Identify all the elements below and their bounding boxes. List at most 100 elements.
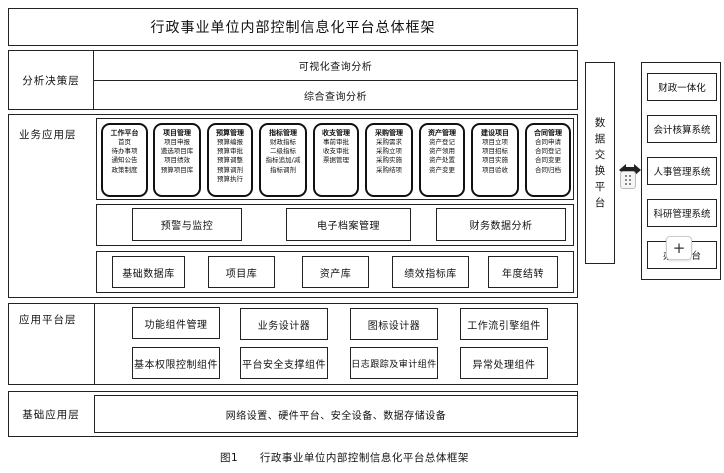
exchange-char: 交 xyxy=(594,149,606,161)
module-card: 项目管理项目申报遴选项目库项目绩效预算项目库 xyxy=(153,123,201,197)
external-system-research: 科研管理系统 xyxy=(647,199,717,227)
business-designer-box: 业务设计器 xyxy=(240,308,328,340)
platform-layer-label: 应用平台层 xyxy=(19,314,77,326)
module-item: 票据管理 xyxy=(323,156,349,165)
module-item: 采购结项 xyxy=(376,165,402,174)
diagram-title: 行政事业单位内部控制信息化平台总体框架 xyxy=(150,20,436,36)
module-title: 项目管理 xyxy=(163,129,191,137)
module-item: 资产变更 xyxy=(429,165,455,174)
add-plus-button[interactable]: + xyxy=(666,236,692,260)
function-component-box: 功能组件管理 xyxy=(132,307,220,339)
module-card: 合同管理合同申请合同登记合同变更合同归档 xyxy=(525,123,571,197)
exchange-char: 据 xyxy=(594,133,606,145)
base-infrastructure-box: 网络设置、硬件平台、安全设备、数据存储设备 xyxy=(94,395,578,433)
module-title: 收支管理 xyxy=(322,129,350,137)
module-title: 采购管理 xyxy=(375,129,403,137)
exchange-char: 平 xyxy=(594,181,606,193)
exchange-char: 数 xyxy=(594,117,606,129)
analysis-layer-label: 分析决策层 xyxy=(22,74,80,87)
module-item: 预算调剂 xyxy=(217,165,243,174)
module-title: 资产管理 xyxy=(428,129,456,137)
module-card: 工作平台首页待办事项通知公告政策制度 xyxy=(101,123,148,197)
module-card: 收支管理事前审批收支审批票据管理 xyxy=(313,123,359,197)
warning-monitor-box: 预警与监控 xyxy=(132,208,242,241)
base-database-box: 基础数据库 xyxy=(112,256,185,288)
data-exchange-label: 数 据 交 换 平 台 xyxy=(586,63,614,263)
annual-carryover-box: 年度结转 xyxy=(488,256,558,288)
module-item: 资产领用 xyxy=(429,147,455,156)
module-item: 待办事项 xyxy=(111,147,138,156)
exception-handling-box: 异常处理组件 xyxy=(460,347,548,379)
finance-analysis-box: 财务数据分析 xyxy=(436,208,566,241)
module-item: 合同归档 xyxy=(535,165,561,174)
data-exchange-platform: 数 据 交 换 平 台 xyxy=(585,62,615,264)
module-item: 预算编报 xyxy=(217,138,243,146)
project-library-box: 项目库 xyxy=(208,256,275,288)
module-item: 项目招标 xyxy=(482,147,508,156)
module-item: 资产处置 xyxy=(429,156,455,165)
module-card: 指标管理财政指标二级指标指标追加/减指标调剂 xyxy=(259,123,307,197)
e-archive-box: 电子档案管理 xyxy=(286,208,411,241)
module-item: 政策制度 xyxy=(111,165,138,174)
analysis-row-separator xyxy=(94,80,577,81)
module-card: 预算管理预算编报预算审批预算调整预算调剂预算执行 xyxy=(207,123,253,197)
module-item: 项目实施 xyxy=(482,156,508,165)
module-item: 合同变更 xyxy=(535,156,561,165)
external-system-fiscal: 财政一体化 xyxy=(647,73,717,101)
module-item: 事前审批 xyxy=(323,138,349,146)
module-title: 指标管理 xyxy=(269,129,297,137)
figure-caption: 图1 行政事业单位内部控制信息化平台总体框架 xyxy=(220,450,469,465)
figure-number: 图1 xyxy=(220,452,239,464)
module-card: 建设项目项目立项项目招标项目实施项目验收 xyxy=(471,123,519,197)
external-system-hr: 人事管理系统 xyxy=(647,157,717,185)
module-card: 采购管理采购需求采购立项采购实施采购结项 xyxy=(365,123,413,197)
module-item: 财政指标 xyxy=(270,138,296,146)
plus-icon: + xyxy=(672,239,686,257)
module-item: 项目绩效 xyxy=(164,156,190,165)
asset-library-box: 资产库 xyxy=(302,256,369,288)
visual-query-analysis: 可视化查询分析 xyxy=(298,62,373,73)
module-title: 工作平台 xyxy=(110,129,139,137)
module-item: 项目验收 xyxy=(482,165,508,174)
header-title-box: 行政事业单位内部控制信息化平台总体框架 xyxy=(8,8,578,46)
module-item: 指标调剂 xyxy=(270,165,296,174)
module-item: 资产登记 xyxy=(429,138,455,146)
module-item: 指标追加/减 xyxy=(265,156,301,165)
comprehensive-query-analysis: 综合查询分析 xyxy=(304,91,367,103)
performance-library-box: 绩效指标库 xyxy=(392,256,469,288)
security-support-box: 平台安全支撑组件 xyxy=(240,347,328,379)
external-system-accounting: 会计核算系统 xyxy=(647,115,717,143)
module-card: 资产管理资产登记资产领用资产处置资产变更 xyxy=(419,123,465,197)
module-item: 合同登记 xyxy=(535,147,561,156)
module-item: 首页 xyxy=(118,138,131,146)
exchange-char: 台 xyxy=(594,197,606,209)
module-item: 采购实施 xyxy=(376,156,402,165)
module-item: 预算项目库 xyxy=(160,165,194,174)
module-item: 通知公告 xyxy=(111,156,138,165)
permission-control-box: 基本权限控制组件 xyxy=(132,347,220,379)
business-layer-label: 业务应用层 xyxy=(19,129,77,141)
icon-designer-box: 图标设计器 xyxy=(350,308,438,340)
figure-caption-text: 行政事业单位内部控制信息化平台总体框架 xyxy=(259,452,469,464)
workflow-engine-box: 工作流引擎组件 xyxy=(460,308,548,340)
module-item: 合同申请 xyxy=(535,138,561,146)
module-item: 采购需求 xyxy=(376,138,402,146)
module-item: 项目立项 xyxy=(482,138,508,146)
base-layer-label: 基础应用层 xyxy=(22,408,80,421)
module-item: 预算执行 xyxy=(217,174,243,183)
analysis-layer-divider xyxy=(93,51,94,109)
exchange-char: 换 xyxy=(594,165,606,177)
drag-handle-icon[interactable] xyxy=(620,171,636,189)
module-item: 预算调整 xyxy=(217,156,243,165)
module-title: 合同管理 xyxy=(534,129,562,137)
log-audit-box: 日志跟踪及审计组件 xyxy=(350,347,438,379)
module-item: 采购立项 xyxy=(376,147,402,156)
module-title: 预算管理 xyxy=(216,129,244,137)
module-item: 二级指标 xyxy=(270,147,296,156)
module-item: 项目申报 xyxy=(164,138,190,146)
analysis-layer: 分析决策层 可视化查询分析 综合查询分析 xyxy=(8,50,578,110)
module-title: 建设项目 xyxy=(481,129,509,137)
module-item: 预算审批 xyxy=(217,147,243,156)
module-item: 收支审批 xyxy=(323,147,349,156)
module-item: 遴选项目库 xyxy=(160,147,194,156)
